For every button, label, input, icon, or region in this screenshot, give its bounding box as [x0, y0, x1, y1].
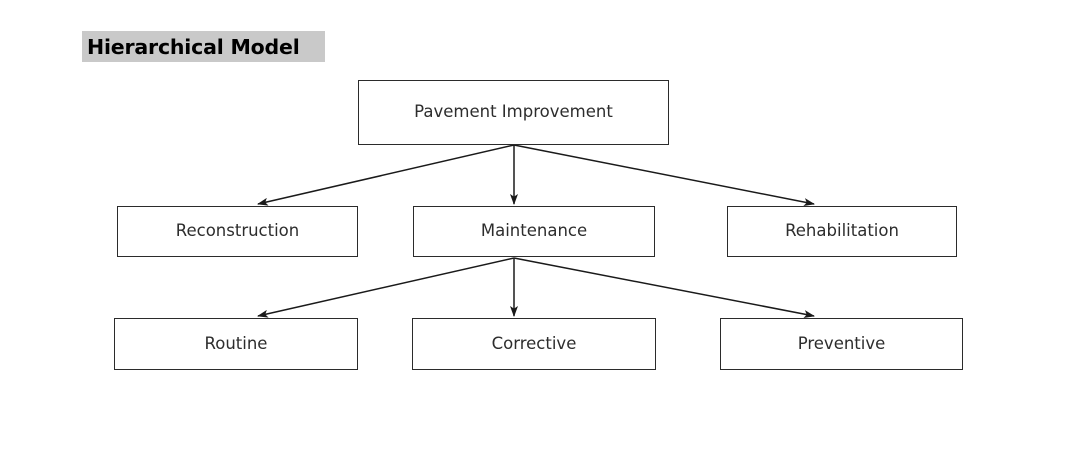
- node-reconstruction[interactable]: Reconstruction: [117, 206, 358, 257]
- edge-root-to-reconstruction: [257, 144, 515, 206]
- edge-maintenance-to-routine: [257, 257, 515, 318]
- node-label: Rehabilitation: [785, 221, 899, 241]
- page-title-text: Hierarchical Model: [87, 34, 300, 59]
- node-label: Maintenance: [480, 221, 588, 241]
- node-label: Pavement Improvement: [414, 102, 613, 122]
- node-rehabilitation[interactable]: Rehabilitation: [727, 206, 957, 257]
- page-title: Hierarchical Model: [82, 31, 325, 62]
- node-label: Corrective: [491, 333, 577, 353]
- node-preventive[interactable]: Preventive: [720, 318, 963, 370]
- node-pavement-improvement[interactable]: Pavement Improvement: [358, 80, 669, 145]
- node-maintenance[interactable]: Maintenance: [413, 206, 655, 257]
- edge-root-to-rehabilitation: [513, 144, 815, 206]
- edge-maintenance-to-preventive: [513, 257, 815, 319]
- node-label: Reconstruction: [175, 221, 300, 241]
- node-routine[interactable]: Routine: [114, 318, 358, 370]
- node-corrective[interactable]: Corrective: [412, 318, 656, 370]
- node-label: Preventive: [797, 333, 886, 353]
- node-label: Routine: [204, 333, 268, 353]
